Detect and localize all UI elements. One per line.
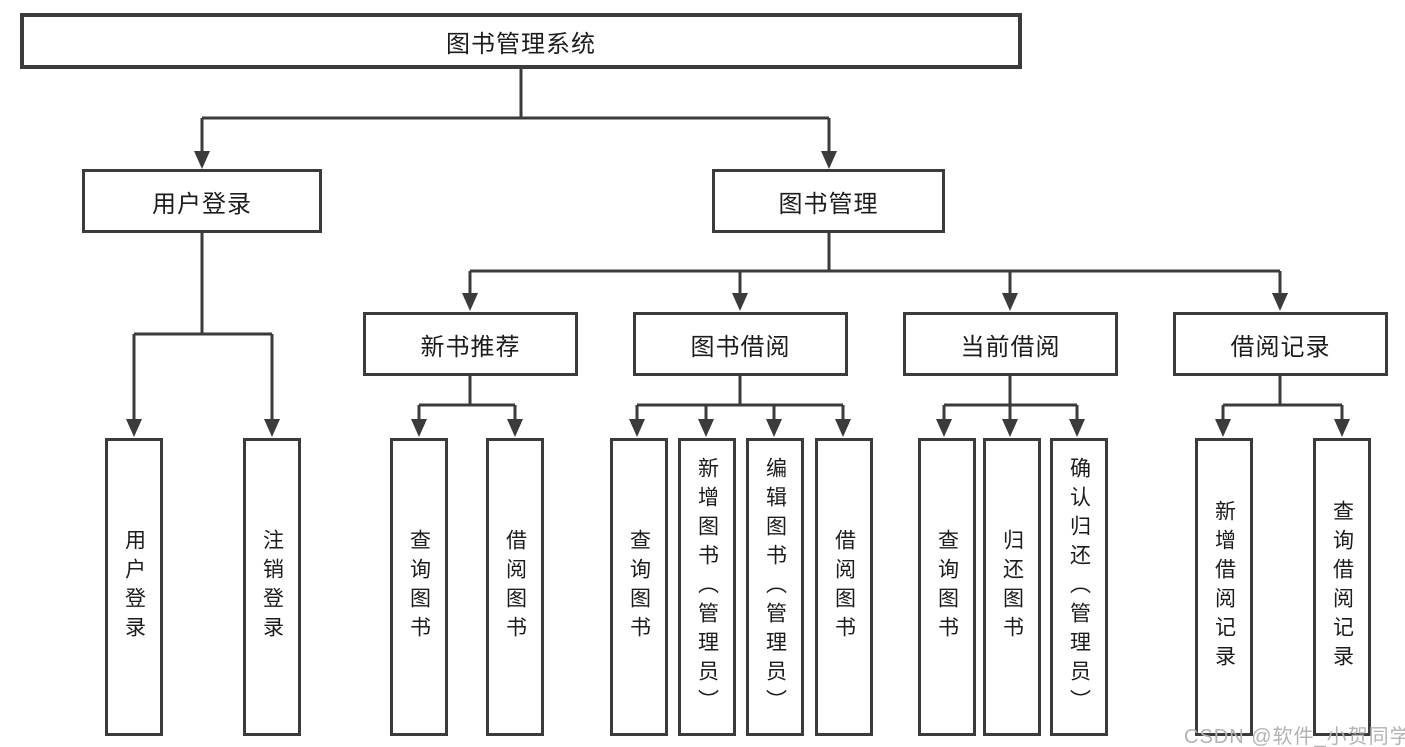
- node-label: 图书借阅: [690, 333, 791, 361]
- leaf-add-books-admin: 新增图书（管理员）: [678, 438, 736, 736]
- csdn-watermark: CSDN @软件_小贺同学: [1184, 726, 1405, 747]
- node-label: 当前借阅: [960, 333, 1061, 361]
- connector-book-management-branch: [468, 233, 1282, 294]
- leaf-return-books: 归还图书: [983, 438, 1041, 736]
- leaf-query-books-current: 查询图书: [918, 438, 976, 736]
- leaf-add-borrow-record: 新增借阅记录: [1195, 438, 1253, 736]
- connector-root-to-level2: [200, 69, 831, 152]
- arrow-leaf: [1002, 419, 1018, 437]
- node-borrow-records: 借阅记录: [1173, 312, 1388, 376]
- connector-current-borrow-branch: [942, 375, 1079, 420]
- arrow-to-leaf-login: [126, 419, 142, 437]
- arrow-leaf: [835, 419, 851, 437]
- node-book-borrow: 图书借阅: [633, 312, 848, 376]
- arrow-leaf: [1215, 419, 1231, 437]
- node-label: 新增图书（管理员）: [695, 456, 719, 718]
- leaf-edit-books-admin: 编辑图书（管理员）: [746, 438, 804, 736]
- node-label: 借阅记录: [1230, 333, 1331, 361]
- connector-borrow-records-branch: [1221, 375, 1344, 420]
- node-label: 查询借阅记录: [1330, 500, 1354, 674]
- arrow-to-book-management: [821, 151, 837, 169]
- node-label: 用户登录: [152, 190, 252, 218]
- arrow-leaf: [1069, 419, 1085, 437]
- arrow-leaf: [629, 419, 645, 437]
- arrow-leaf: [766, 419, 782, 437]
- arrow-leaf: [936, 419, 952, 437]
- leaf-query-books-recommend: 查询图书: [390, 438, 448, 736]
- leaf-confirm-return-admin: 确认归还（管理员）: [1050, 438, 1108, 736]
- arrow-to-new-book-recommend: [462, 293, 478, 311]
- node-label: 借阅图书: [832, 529, 856, 645]
- node-label: 新书推荐: [420, 333, 521, 361]
- arrow-leaf: [1334, 419, 1350, 437]
- node-label: 编辑图书（管理员）: [763, 456, 787, 718]
- connector-book-borrow-branch: [635, 375, 845, 420]
- connector-user-login-branch: [132, 233, 274, 420]
- node-label: 用户登录: [122, 529, 146, 645]
- arrow-to-book-borrow: [732, 293, 748, 311]
- arrow-to-user-login: [194, 151, 210, 169]
- node-label: 查询图书: [407, 529, 431, 645]
- arrow-leaf: [411, 419, 427, 437]
- node-user-login: 用户登录: [82, 169, 322, 233]
- node-new-book-recommend: 新书推荐: [363, 312, 578, 376]
- connector-new-book-recommend-branch: [417, 375, 517, 420]
- leaf-logout: 注销登录: [243, 438, 301, 736]
- node-label: 查询图书: [627, 529, 651, 645]
- node-label: 查询图书: [935, 529, 959, 645]
- node-label: 新增借阅记录: [1212, 500, 1236, 674]
- node-label: 图书管理系统: [446, 30, 596, 58]
- leaf-query-books-borrow: 查询图书: [610, 438, 668, 736]
- arrow-to-leaf-logout: [264, 419, 280, 437]
- node-label: 注销登录: [260, 529, 284, 645]
- node-label: 图书管理: [778, 190, 879, 218]
- node-book-management: 图书管理: [712, 169, 945, 233]
- node-library-management-system: 图书管理系统: [20, 13, 1022, 69]
- leaf-borrow-books-recommend: 借阅图书: [486, 438, 544, 736]
- leaf-borrow-books: 借阅图书: [815, 438, 873, 736]
- leaf-user-login: 用户登录: [105, 438, 163, 736]
- node-label: 归还图书: [1000, 529, 1024, 645]
- node-current-borrow: 当前借阅: [903, 312, 1118, 376]
- arrow-leaf: [507, 419, 523, 437]
- node-label: 借阅图书: [503, 529, 527, 645]
- leaf-query-borrow-record: 查询借阅记录: [1313, 438, 1371, 736]
- node-label: 确认归还（管理员）: [1067, 456, 1091, 718]
- arrow-to-borrow-records: [1272, 293, 1288, 311]
- arrow-to-current-borrow: [1002, 293, 1018, 311]
- arrow-leaf: [698, 419, 714, 437]
